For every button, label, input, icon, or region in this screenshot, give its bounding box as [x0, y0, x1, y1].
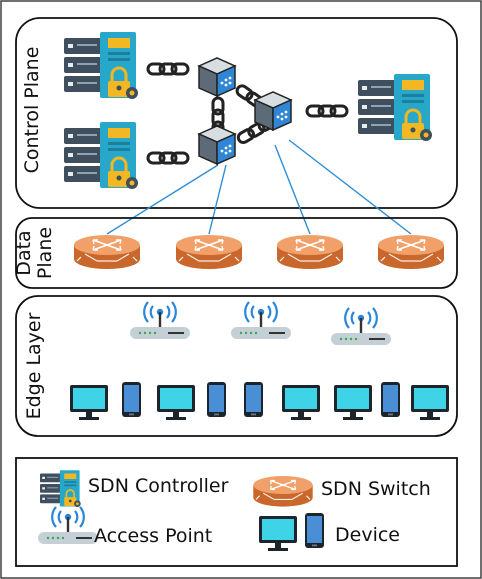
- sdn-switch-icon: [252, 475, 314, 508]
- data-plane-layer: Data Plane: [13, 217, 458, 289]
- legend-access-point: Access Point: [94, 525, 212, 547]
- link-line: [106, 164, 219, 235]
- openflow-switch-cube-icon: [254, 91, 292, 131]
- link-line: [208, 164, 227, 235]
- legend-sdn-switch: SDN Switch: [321, 478, 431, 500]
- control-plane-label: Control Plane: [21, 47, 43, 174]
- sdn-switch-icon: [276, 234, 344, 270]
- data-plane-label-line2: Plane: [34, 227, 56, 279]
- sdn-controller-icon: [62, 120, 140, 191]
- smartphone-icon: [207, 382, 226, 417]
- legend-box: [15, 457, 458, 567]
- smartphone-icon: [244, 382, 263, 417]
- sdn-controller-icon: [39, 469, 82, 508]
- legend: SDN Controller SDN Switch Access Point D…: [15, 457, 458, 567]
- smartphone-icon: [305, 513, 324, 548]
- openflow-switch-cube-icon: [198, 57, 236, 97]
- edge-layer-label: Edge Layer: [23, 312, 45, 419]
- smartphone-icon: [381, 382, 400, 417]
- smartphone-icon: [122, 382, 141, 417]
- legend-sdn-controller: SDN Controller: [88, 475, 229, 497]
- legend-device: Device: [335, 524, 400, 546]
- sdn-controller-icon: [62, 30, 140, 101]
- data-plane-label-line1: Data: [13, 230, 35, 275]
- edge-layer-box: [15, 295, 458, 437]
- sdn-controller-icon: [356, 72, 434, 143]
- openflow-switch-cube-icon: [198, 125, 236, 165]
- data-plane-box: [15, 217, 458, 289]
- edge-layer: Edge Layer: [15, 295, 458, 437]
- link-line: [274, 144, 311, 235]
- sdn-switch-icon: [377, 234, 445, 270]
- control-plane-box: [15, 17, 458, 209]
- sdn-switch-icon: [175, 234, 243, 270]
- sdn-switch-icon: [73, 234, 141, 270]
